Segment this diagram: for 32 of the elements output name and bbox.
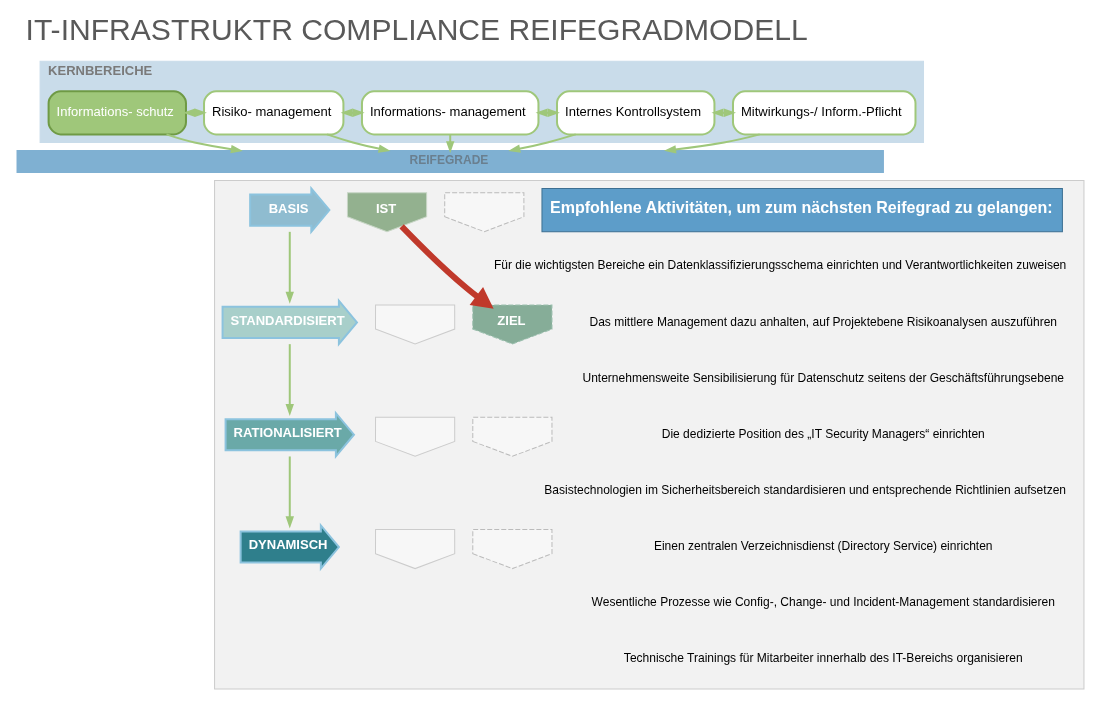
arrow xyxy=(285,231,294,304)
arrow xyxy=(285,456,294,529)
node-chevron xyxy=(471,416,552,457)
node-box: Risiko- management xyxy=(202,90,344,136)
node-chevron xyxy=(443,192,524,233)
node-chevron xyxy=(374,529,455,570)
node-chevron xyxy=(374,304,455,345)
arrow xyxy=(165,133,243,154)
arrow xyxy=(326,133,391,153)
label: Basistechnologien im Sicherheitsbereich standardisieren und entsprechende Richtlinien aufsetzen xyxy=(543,482,1066,497)
node-box: Informations- management xyxy=(360,90,539,136)
arrow xyxy=(507,133,576,153)
label: Einen zentralen Verzeichnisdienst (Directory Service) einrichten xyxy=(653,539,993,554)
label: Die dedizierte Position des „IT Security Managers“ einrichten xyxy=(661,426,985,441)
label: Unternehmensweite Sensibilisierung für Datenschutz seitens der Geschäftsführungsebene xyxy=(581,370,1064,385)
node-chevron xyxy=(374,416,455,457)
arrow xyxy=(445,134,454,154)
label: Für die wichtigsten Bereiche ein Datenklassifizierungsschema einrichten und Verantwortlichkeiten zuweisen xyxy=(493,258,1066,273)
cluster xyxy=(213,180,1084,690)
node-box: Mitwirkungs-/ Inform.-Pflicht xyxy=(731,90,916,136)
label: Das mittlere Management dazu anhalten, auf Projektebene Risikoanalysen auszuführen xyxy=(588,314,1057,329)
node-box: Internes Kontrollsystem xyxy=(555,90,715,136)
node-chevron xyxy=(471,529,552,570)
diagram-title: IT-INFRASTRUKTR COMPLIANCE REIFEGRADMODELL xyxy=(25,13,808,47)
label: Wesentliche Prozesse wie Config-, Change- und Incident-Management standardisieren xyxy=(591,595,1055,610)
arrow xyxy=(663,133,760,154)
arrow xyxy=(285,344,294,417)
arrow xyxy=(399,224,494,309)
label: Technische Trainings für Mitarbeiter innerhalb des IT-Bereichs organisieren xyxy=(623,651,1023,666)
node-box: REIFEGRADE xyxy=(16,149,884,173)
node-box: Empfohlene Aktivitäten, um zum nächsten Reifegrad zu gelangen: xyxy=(540,188,1063,233)
node-box: Informations- schutz xyxy=(47,90,187,136)
